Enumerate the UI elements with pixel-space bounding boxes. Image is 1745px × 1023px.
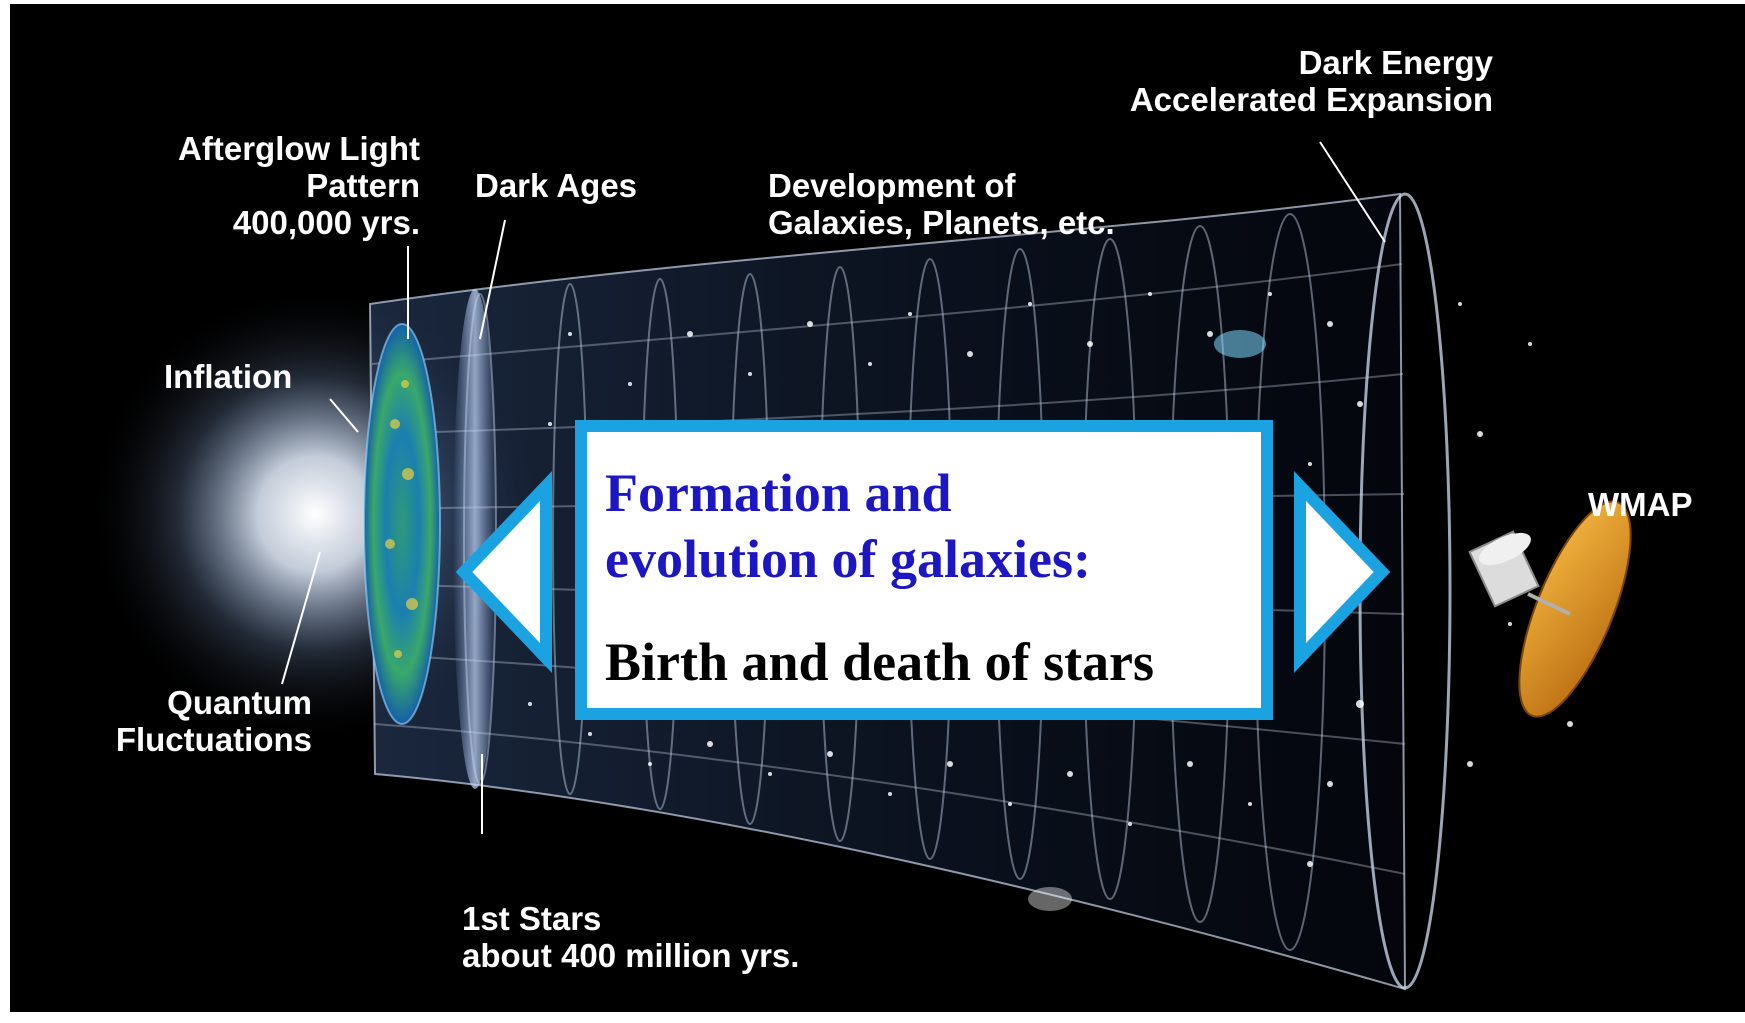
galaxy-evolution-callout: Formation and evolution of galaxies: Bir… <box>575 420 1273 720</box>
wmap-label: WMAP <box>1588 486 1692 523</box>
first-stars-label: 1st Stars about 400 million yrs. <box>462 900 799 974</box>
callout-subtitle: Birth and death of stars <box>605 632 1154 692</box>
inflation-label: Inflation <box>164 358 292 395</box>
dark-energy-label: Dark Energy Accelerated Expansion <box>1084 44 1493 118</box>
wmap-satellite-icon <box>1470 488 1654 730</box>
dark-ages-label: Dark Ages <box>475 167 637 204</box>
development-label: Development of Galaxies, Planets, etc. <box>768 167 1115 241</box>
universe-timeline-diagram: Dark Energy Accelerated Expansion Afterg… <box>10 4 1745 1012</box>
afterglow-label: Afterglow Light Pattern 400,000 yrs. <box>150 130 420 241</box>
quantum-fluctuations-label: Quantum Fluctuations <box>104 684 312 758</box>
callout-title: Formation and evolution of galaxies: <box>605 460 1091 592</box>
